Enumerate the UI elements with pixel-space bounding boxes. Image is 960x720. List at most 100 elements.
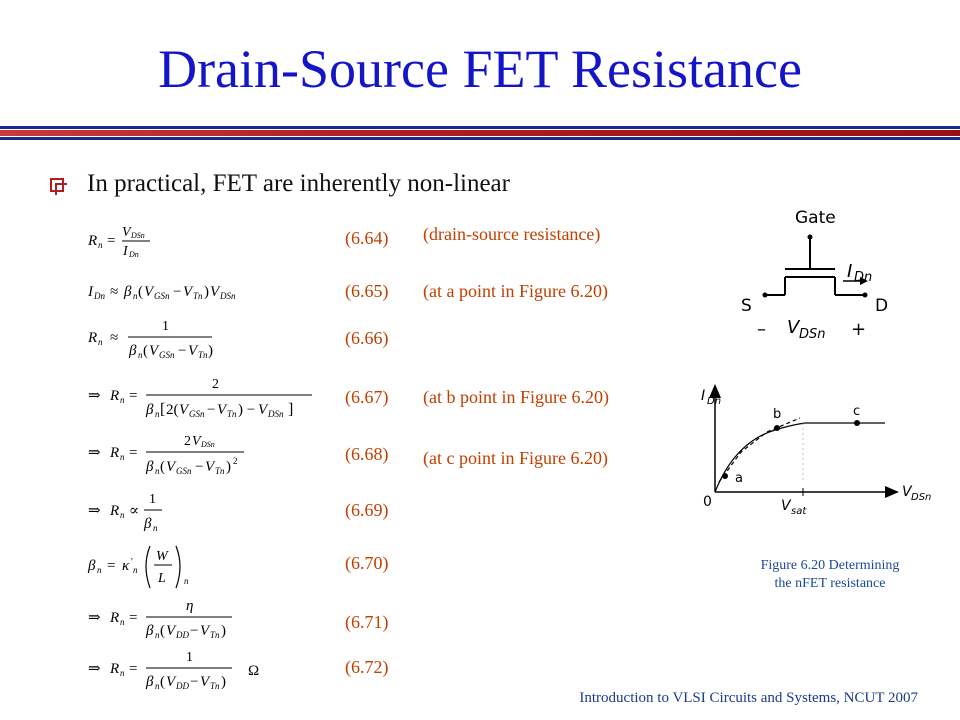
svg-text:R: R: [87, 233, 97, 249]
vsat-label: V: [781, 498, 792, 514]
svg-text:−: −: [173, 284, 181, 300]
graph-x-sub: DSn: [911, 492, 931, 503]
slide-footer: Introduction to VLSI Circuits and System…: [579, 690, 918, 706]
svg-text:V: V: [166, 459, 177, 475]
svg-text:]: ]: [288, 401, 293, 418]
svg-text:β: β: [145, 674, 154, 690]
eq-number: (6.67): [345, 387, 389, 407]
svg-text:Tn: Tn: [193, 291, 203, 301]
current-sub: Dn: [854, 270, 872, 285]
svg-text:DD: DD: [175, 681, 189, 691]
svg-text:V: V: [122, 225, 132, 240]
svg-text:V: V: [217, 402, 228, 418]
svg-text:n: n: [133, 565, 138, 575]
svg-text:L: L: [157, 571, 166, 586]
svg-text:V: V: [200, 674, 211, 690]
svg-text:V: V: [149, 343, 160, 359]
svg-text:R: R: [109, 610, 119, 626]
svg-text:R: R: [109, 445, 119, 461]
svg-text:GSn: GSn: [159, 350, 175, 360]
svg-text:DSn: DSn: [219, 291, 236, 301]
svg-text:V: V: [188, 343, 199, 359]
eq-number: (6.65): [345, 281, 389, 301]
plus-label: +: [851, 319, 866, 340]
svg-text:β: β: [87, 558, 96, 574]
svg-text:n: n: [138, 350, 143, 360]
svg-text:n: n: [155, 466, 160, 476]
svg-text:V: V: [210, 284, 221, 300]
svg-text:β: β: [145, 459, 154, 475]
svg-text:−: −: [207, 402, 215, 418]
svg-text:R: R: [109, 388, 119, 404]
svg-text:β: β: [145, 402, 154, 418]
eq-number: (6.72): [345, 657, 389, 677]
svg-text:=: =: [129, 661, 137, 677]
point-c-label: c: [853, 404, 860, 419]
svg-text:β: β: [143, 516, 152, 532]
svg-text:∝: ∝: [129, 503, 139, 519]
eq-number: (6.70): [345, 553, 389, 573]
svg-text:⇒: ⇒: [88, 503, 101, 519]
svg-text:⇒: ⇒: [88, 661, 101, 677]
svg-text:−: −: [190, 674, 198, 690]
svg-text:=: =: [107, 233, 115, 249]
graph-x-label: V: [902, 484, 913, 500]
graph-origin: 0: [703, 494, 712, 510]
current-label: I: [847, 261, 852, 282]
graph-y-label: I: [701, 388, 705, 404]
svg-text:=: =: [107, 558, 115, 574]
svg-text:DSn: DSn: [130, 231, 145, 240]
svg-text:GSn: GSn: [189, 409, 205, 419]
svg-text:2: 2: [212, 377, 219, 392]
slide-title: Drain-Source FET Resistance: [158, 39, 802, 99]
vsat-sub: sat: [791, 506, 807, 517]
eq-note: (drain-source resistance): [423, 224, 601, 244]
svg-text:1: 1: [186, 650, 193, 665]
svg-text:DSn: DSn: [200, 440, 215, 449]
svg-text:n: n: [120, 510, 125, 520]
svg-text:=: =: [129, 610, 137, 626]
svg-text:−: −: [178, 343, 186, 359]
caption-line-1: Figure 6.20 Determining: [760, 558, 900, 573]
svg-text:GSn: GSn: [154, 291, 170, 301]
svg-text:β: β: [123, 284, 132, 300]
svg-text:R: R: [87, 330, 97, 346]
svg-text:': ': [131, 557, 133, 568]
svg-text:V: V: [192, 434, 202, 449]
svg-text:GSn: GSn: [176, 466, 192, 476]
svg-text:1: 1: [149, 492, 156, 507]
svg-text:n: n: [120, 452, 125, 462]
nfet-symbol: Gate S D I Dn – V DSn +: [741, 208, 888, 342]
svg-text:n: n: [155, 409, 160, 419]
svg-text:1: 1: [162, 319, 169, 334]
voltage-sub: DSn: [799, 327, 826, 342]
eq-number: (6.68): [345, 444, 389, 464]
svg-text:⇒: ⇒: [88, 610, 101, 626]
svg-text:Tn: Tn: [210, 681, 220, 691]
eq-note: (at b point in Figure 6.20): [423, 387, 609, 407]
svg-text:κ: κ: [122, 558, 130, 574]
svg-text:[: [: [160, 401, 165, 418]
svg-text:n: n: [184, 576, 189, 586]
svg-text:n: n: [120, 395, 125, 405]
svg-text:β: β: [145, 623, 154, 639]
svg-text:R: R: [109, 503, 119, 519]
svg-text:V: V: [166, 674, 177, 690]
eq-note: (at a point in Figure 6.20): [423, 281, 608, 301]
svg-text:n: n: [97, 565, 102, 575]
caption-line-2: the nFET resistance: [774, 576, 886, 591]
svg-text:(: (: [160, 459, 165, 475]
point-b-label: b: [773, 407, 781, 422]
svg-text:V: V: [205, 459, 216, 475]
graph-y-sub: Dn: [707, 396, 721, 407]
svg-text:DD: DD: [175, 630, 189, 640]
svg-text:R: R: [109, 661, 119, 677]
svg-text:⇒: ⇒: [88, 388, 101, 404]
